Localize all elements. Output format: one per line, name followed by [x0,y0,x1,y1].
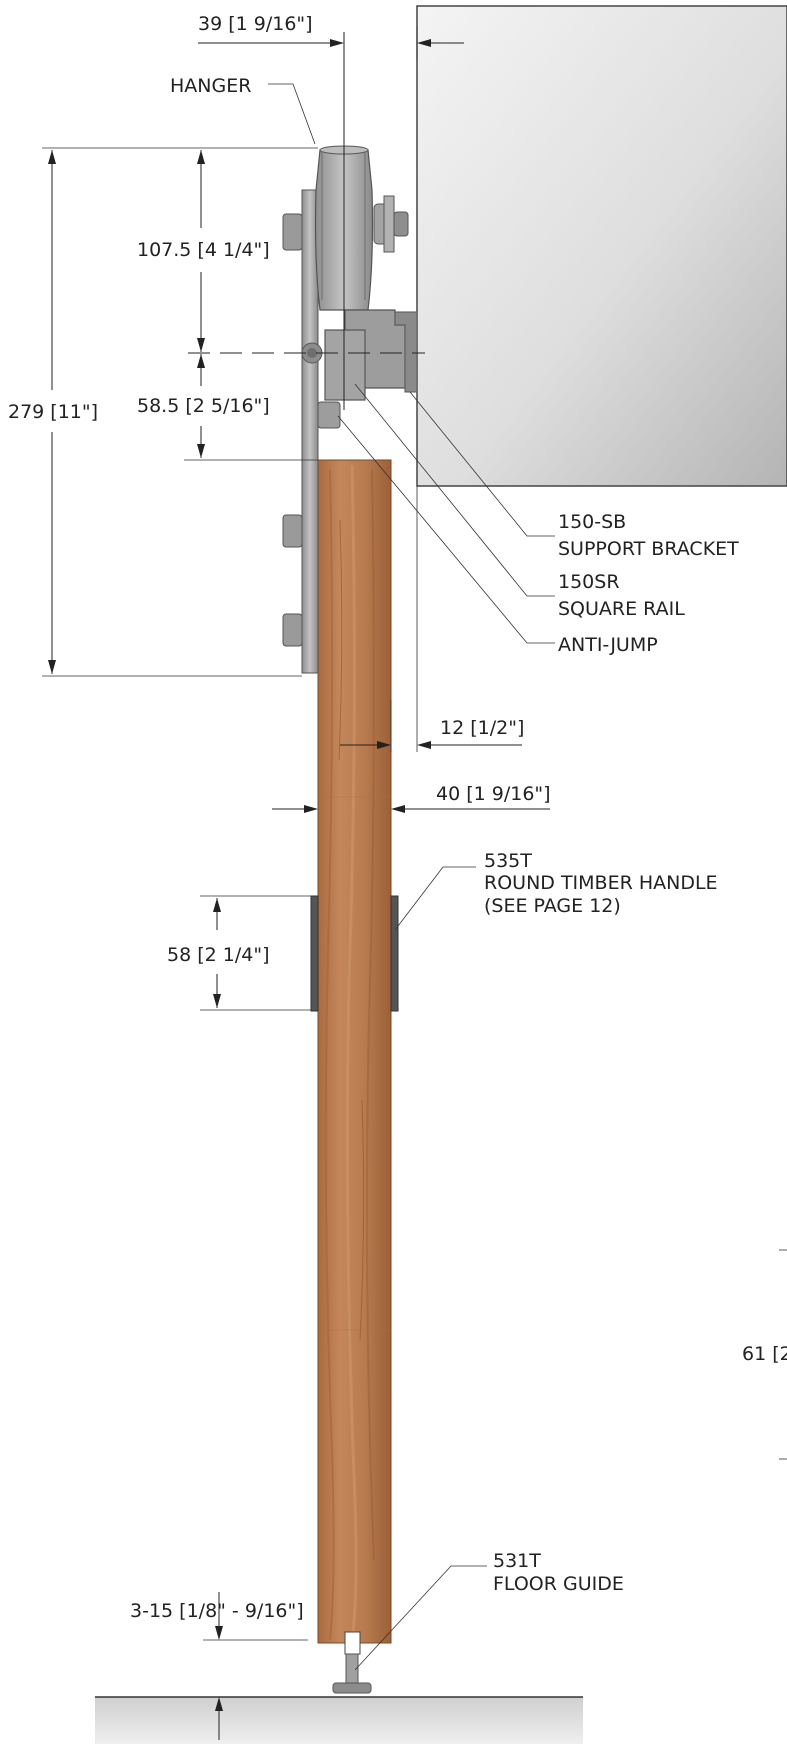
leader-floor-guide [354,1565,487,1671]
leader-handle [394,866,476,931]
label-anti-jump: ANTI-JUMP [558,634,658,656]
dim-hanger-height [197,150,205,352]
dim-rail-drop [184,354,318,461]
anti-jump-block [317,401,341,429]
label-overall-height: 279 [11"] [8,401,98,423]
label-hanger: HANGER [170,75,251,97]
hanger-strap [282,189,319,674]
dim-floor-gap [203,1592,308,1740]
label-handle-height: 58 [2 1/4"] [167,944,270,966]
dim-overall-height [42,147,318,677]
floor [95,1697,583,1744]
label-support-bracket-code: 150-SB [558,511,626,533]
label-floor-gap: 3-15 [1/8" - 9/16"] [130,1600,304,1622]
label-handle-name: ROUND TIMBER HANDLE [484,872,718,894]
label-floor-guide-name: FLOOR GUIDE [493,1573,624,1595]
floor-guide [332,1631,372,1694]
label-hanger-height: 107.5 [4 1/4"] [137,239,270,261]
label-wall-gap: 12 [1/2"] [440,717,524,739]
label-square-rail-code: 150SR [558,571,620,593]
label-rail-drop: 58.5 [2 5/16"] [137,395,270,417]
handle-right [390,895,399,1012]
label-support-bracket-name: SUPPORT BRACKET [558,538,739,560]
dim-door-thickness [272,805,550,813]
label-floor-guide-code: 531T [493,1550,541,1572]
label-partial-right: 61 [2 [742,1343,787,1365]
label-handle-note: (SEE PAGE 12) [484,895,621,917]
hanger-wheel [314,145,409,311]
label-handle-code: 535T [484,850,532,872]
dim-wall-gap [340,486,522,752]
leader-support-bracket [409,391,555,537]
wall [416,5,787,487]
leader-square-rail [354,383,555,597]
label-top-offset: 39 [1 9/16"] [198,13,313,35]
timber-door [317,459,392,1644]
dim-top-offset [198,26,464,60]
label-door-thickness: 40 [1 9/16"] [436,783,551,805]
leader-anti-jump [337,415,555,644]
label-square-rail-name: SQUARE RAIL [558,598,685,620]
dim-handle-height [200,895,311,1011]
handle-left [310,895,319,1012]
leader-hanger [268,83,316,145]
